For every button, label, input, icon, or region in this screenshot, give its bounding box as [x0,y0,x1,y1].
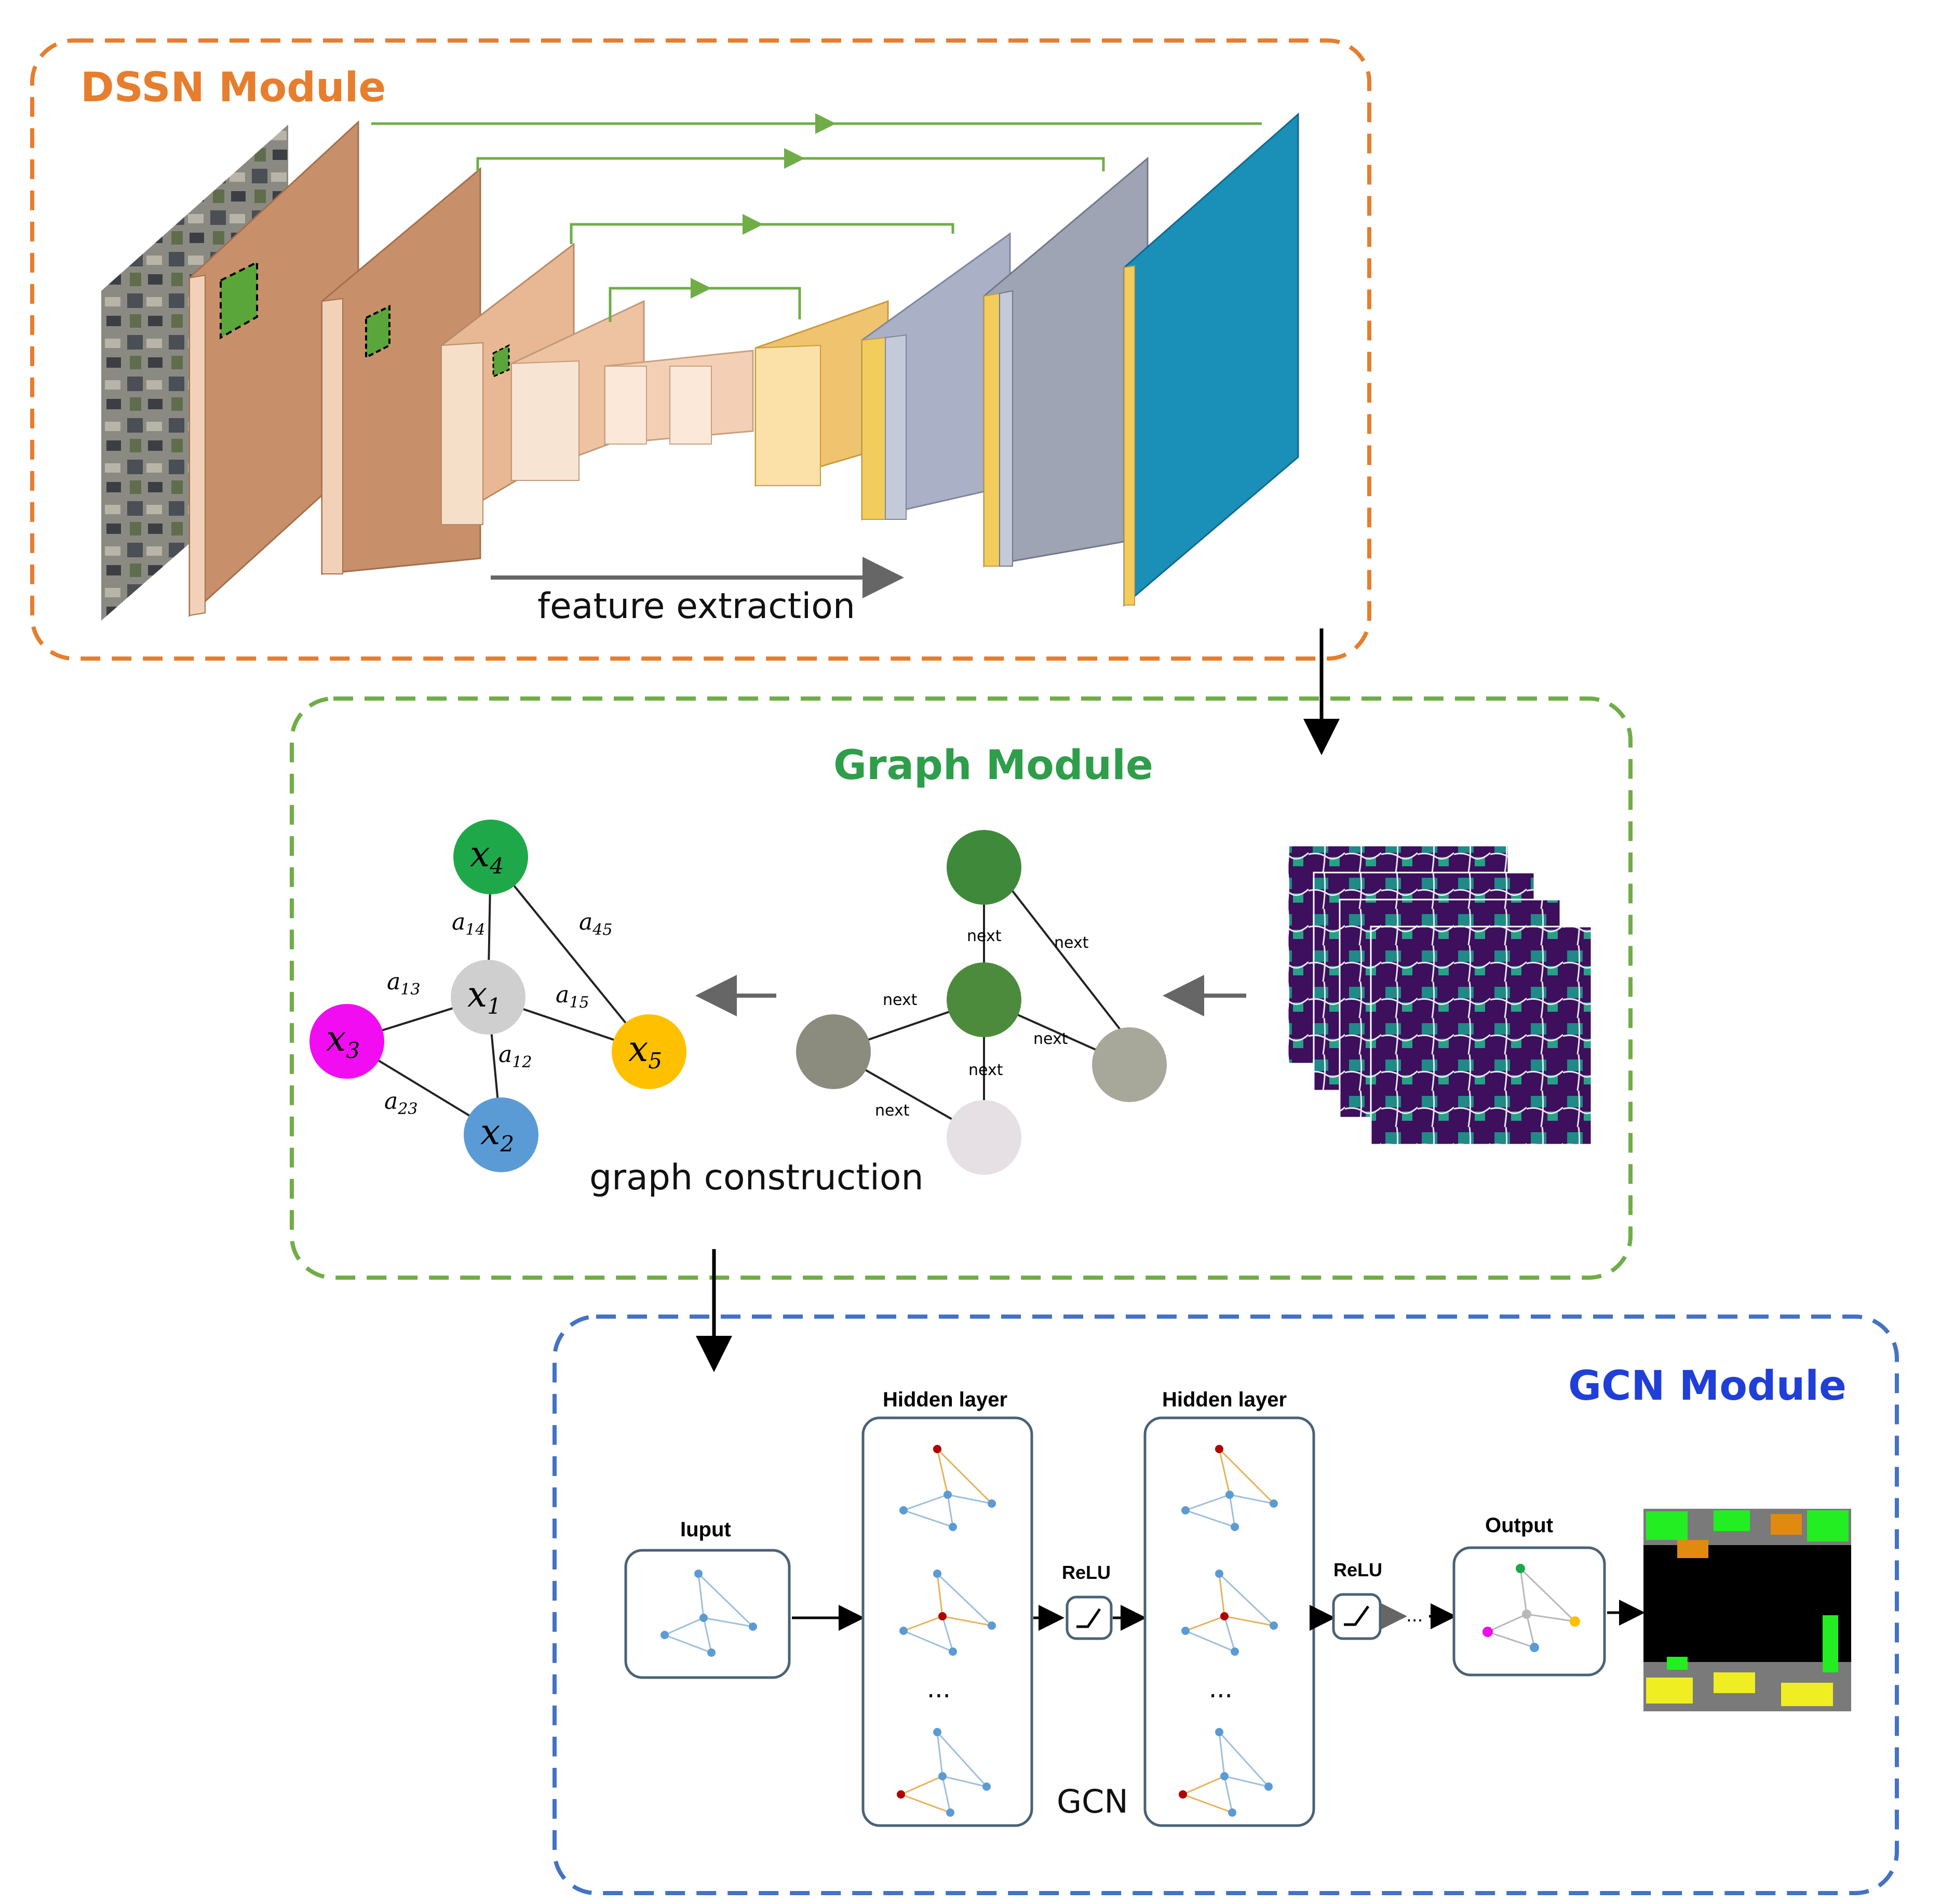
gcn-module-title: GCN Module [1568,1363,1846,1410]
next-label-2: next [1054,934,1089,952]
superpixel-node-snow [947,1100,1021,1175]
graph-node-x2: x2 [464,1097,538,1172]
output-mini-graph [1482,1564,1580,1652]
result-segmentation-map [1643,1509,1851,1711]
gcn-label: GCN [1057,1782,1128,1820]
svg-text:x4: x4 [470,834,504,879]
decoder-block-3 [983,156,1149,567]
hidden-layer-1-ellipsis: ... [927,1674,951,1704]
relu-1-icon [1076,1608,1101,1628]
next-label-5: next [968,1061,1003,1079]
decoder-block-2 [861,232,1011,520]
input-graph-box [624,1549,791,1679]
superpixel-node-building-2 [1092,1027,1167,1102]
graph-node-x1: x1 [451,960,525,1035]
edge-label-a15: a15 [556,982,589,1012]
relu-1-label: ReLU [1062,1562,1111,1583]
edge-label-a14: a14 [452,909,485,939]
graph-module-title: Graph Module [833,742,1153,789]
hidden-layer-1-label: Hidden layer [883,1388,1007,1411]
svg-text:x3: x3 [326,1018,360,1063]
graph-node-x3: x3 [309,1004,384,1079]
dssn-module-frame [30,38,1371,661]
decoder-block-1 [754,300,889,487]
gcn-module-frame [552,1315,1899,1895]
abstract-graph: x4 x1 x3 x5 x2 a14 a45 a13 a15 a12 a23 [309,820,686,1172]
input-mini-graph [661,1570,757,1657]
relu-2-icon [1344,1605,1370,1626]
relu-2-label: ReLU [1333,1559,1382,1580]
svg-text:x2: x2 [480,1112,514,1157]
hidden-layer-2-label: Hidden layer [1162,1388,1287,1411]
superpixel-node-building-1 [796,1014,871,1089]
output-label: Output [1485,1514,1553,1537]
receptive-field-2 [365,304,390,359]
relu-2-ellipsis: ... [1406,1605,1423,1626]
next-label-1: next [967,927,1002,945]
graph-module-frame [290,696,1633,1280]
hidden-layer-2-graphs [1179,1445,1278,1817]
next-label-4: next [1033,1030,1068,1048]
hidden-layer-2-ellipsis: ... [1209,1674,1233,1704]
bottleneck-block [604,350,754,445]
relu-1-box [1066,1595,1113,1640]
relu-2-box [1332,1593,1382,1640]
edge-label-a13: a13 [387,969,420,999]
superpixel-graph: next next next next next next [796,830,1167,1175]
svg-text:x1: x1 [467,974,501,1019]
superpixel-node-forest [947,830,1021,905]
next-label-3: next [883,991,918,1009]
edge-label-a23: a23 [384,1088,417,1118]
svg-text:x5: x5 [628,1029,662,1074]
graph-node-x5: x5 [612,1014,686,1089]
encoder-block-1 [188,120,359,618]
receptive-field-3 [492,344,510,378]
hidden-layer-1-box [861,1416,1033,1827]
dssn-module-title: DSSN Module [80,64,386,111]
receptive-field-1 [220,260,258,340]
edge-label-a12: a12 [498,1041,532,1071]
feature-extraction-label: feature extraction [537,586,855,627]
segmentation-heatmap-stack [1287,844,1593,1146]
hidden-layer-2-box [1143,1416,1315,1827]
graph-construction-label: graph construction [589,1157,924,1198]
superpixel-node-field [947,962,1021,1037]
graph-node-x4: x4 [453,820,528,894]
skip-connections [371,113,1262,322]
output-feature-block [1123,112,1299,607]
hidden-layer-1-graphs [897,1445,996,1817]
input-label: Iuput [680,1518,731,1541]
edge-label-a45: a45 [579,909,612,939]
next-label-6: next [875,1102,910,1120]
